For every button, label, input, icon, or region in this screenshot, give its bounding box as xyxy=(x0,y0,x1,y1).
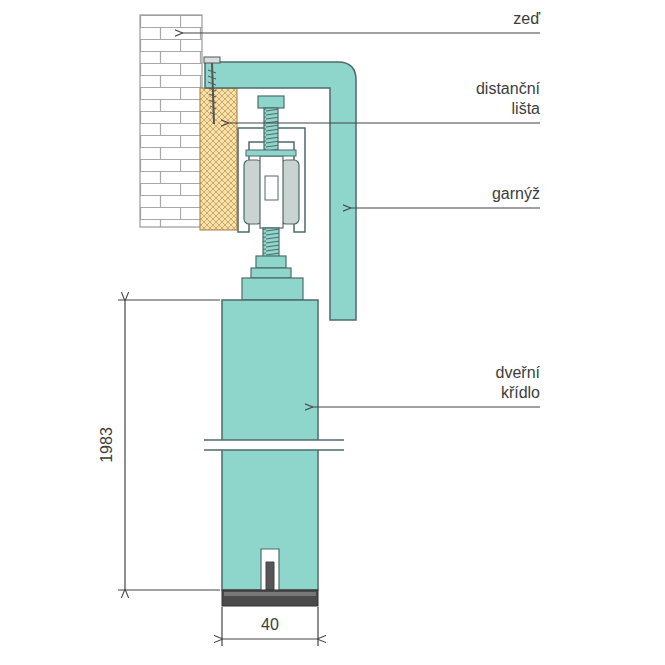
dimension-height xyxy=(118,300,220,590)
roller-carriage xyxy=(260,156,283,228)
roller-wheel xyxy=(281,160,299,224)
door-leaf xyxy=(204,300,344,606)
hanger-plate xyxy=(242,278,303,300)
floor-guide xyxy=(222,590,318,606)
part-label: distanční lišta xyxy=(454,79,540,119)
wood-screw xyxy=(204,57,220,124)
dimension-value: 1983 xyxy=(97,427,117,463)
adjusting-bolt xyxy=(242,96,303,300)
rail-cover xyxy=(205,62,356,320)
part-label: zeď xyxy=(420,9,540,29)
dimension-value: 40 xyxy=(261,615,279,635)
roller-wheel xyxy=(244,160,262,224)
brick-wall xyxy=(140,15,202,227)
spacer-strip xyxy=(200,88,237,230)
part-label: garnýž xyxy=(420,184,540,204)
part-label: dveřní křídlo xyxy=(460,363,540,403)
dimension-width xyxy=(222,607,318,646)
leader-lines xyxy=(182,33,540,407)
